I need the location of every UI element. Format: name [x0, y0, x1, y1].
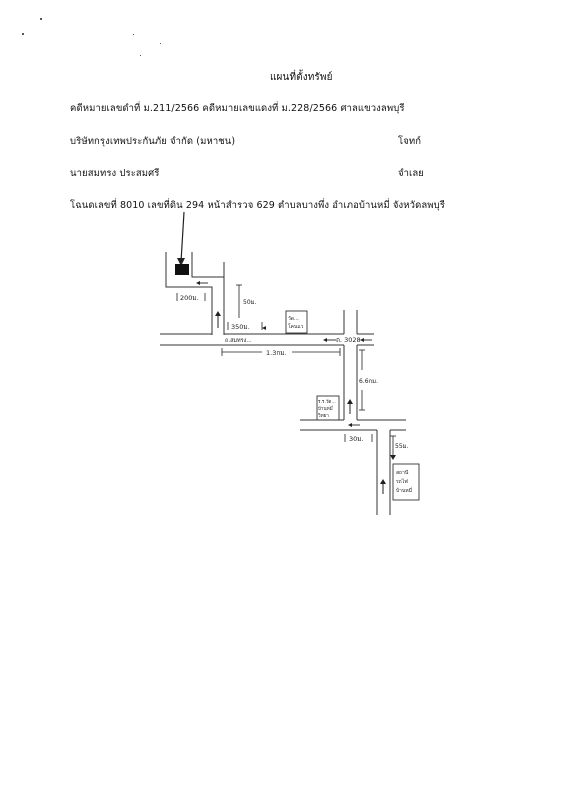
landmark-3-box	[392, 463, 420, 501]
label-50m-top: 50ม.	[243, 299, 257, 306]
document-title: แผนที่ตั้งทรัพย์	[270, 72, 333, 83]
scan-speck	[22, 33, 24, 35]
connector-up-arrow	[347, 399, 353, 414]
property-marker	[175, 264, 189, 275]
dim-55m	[390, 435, 396, 458]
station-road	[376, 430, 391, 515]
road-name-label: ถ.สมทรง...	[225, 337, 252, 344]
arrow-3028	[323, 338, 336, 342]
road-3028-label: ถ. 3028	[336, 336, 361, 344]
label-30m: 30ม.	[349, 435, 364, 443]
arrow-right-end	[360, 338, 372, 342]
landmark-1-box	[285, 310, 308, 334]
property-lane	[165, 252, 225, 335]
landmark-3-line2: รถไฟ	[396, 478, 408, 485]
scan-speck	[160, 43, 161, 44]
landmark-1-line1: วัด...	[288, 316, 299, 322]
scan-speck	[133, 34, 134, 35]
dim-350m	[227, 322, 263, 330]
dim-6-6km	[359, 349, 365, 411]
connector-road	[343, 310, 358, 420]
pointer-arrow	[177, 211, 185, 266]
dim-200m	[176, 293, 206, 301]
lane-up-arrow	[215, 311, 221, 328]
landmark-1-line2: โคนแว	[288, 323, 304, 330]
plaintiff-label: โจทก์	[398, 136, 422, 147]
deed-details: โฉนดเลขที่ 8010 เลขที่ดิน 294 หน้าสำรวจ …	[70, 200, 445, 211]
plaintiff-name: บริษัทกรุงเทพประกันภัย จำกัด (มหาชน)	[70, 136, 236, 147]
scan-speck	[140, 55, 141, 56]
label-6-6km: 6.6กม.	[359, 378, 378, 385]
defendant-label: จำเลย	[398, 168, 424, 179]
landmark-2-line3: วิทยา	[318, 413, 330, 419]
arrow-350m	[262, 326, 266, 330]
label-200m: 200ม.	[180, 294, 199, 302]
main-road	[160, 333, 374, 346]
scan-speck	[40, 18, 42, 20]
dim-55m-arrow	[390, 455, 396, 460]
station-up-arrow	[380, 479, 386, 494]
dim-50m-top	[236, 284, 242, 318]
defendant-name: นายสมทรง ประสมศรี	[70, 168, 160, 179]
dim-1-3km	[221, 348, 341, 356]
landmark-3-line1: สถานี	[396, 469, 409, 476]
lane-arrow	[196, 281, 208, 285]
label-350m: 350ม.	[231, 323, 250, 331]
lower-road-arrow	[348, 423, 360, 427]
label-1-3km: 1.3กม.	[266, 349, 287, 357]
case-numbers: คดีหมายเลขดำที่ ม.211/2566 คดีหมายเลขแดง…	[70, 103, 405, 114]
label-55m: 55ม.	[395, 443, 409, 450]
lower-road	[300, 419, 406, 431]
landmark-3-line3: บ้านหมี่	[396, 487, 412, 494]
landmark-2-line2: บ้านหมี่	[318, 405, 333, 412]
landmark-2-line1: ร.ร.วัด...	[318, 398, 336, 405]
dim-30m	[344, 434, 373, 442]
